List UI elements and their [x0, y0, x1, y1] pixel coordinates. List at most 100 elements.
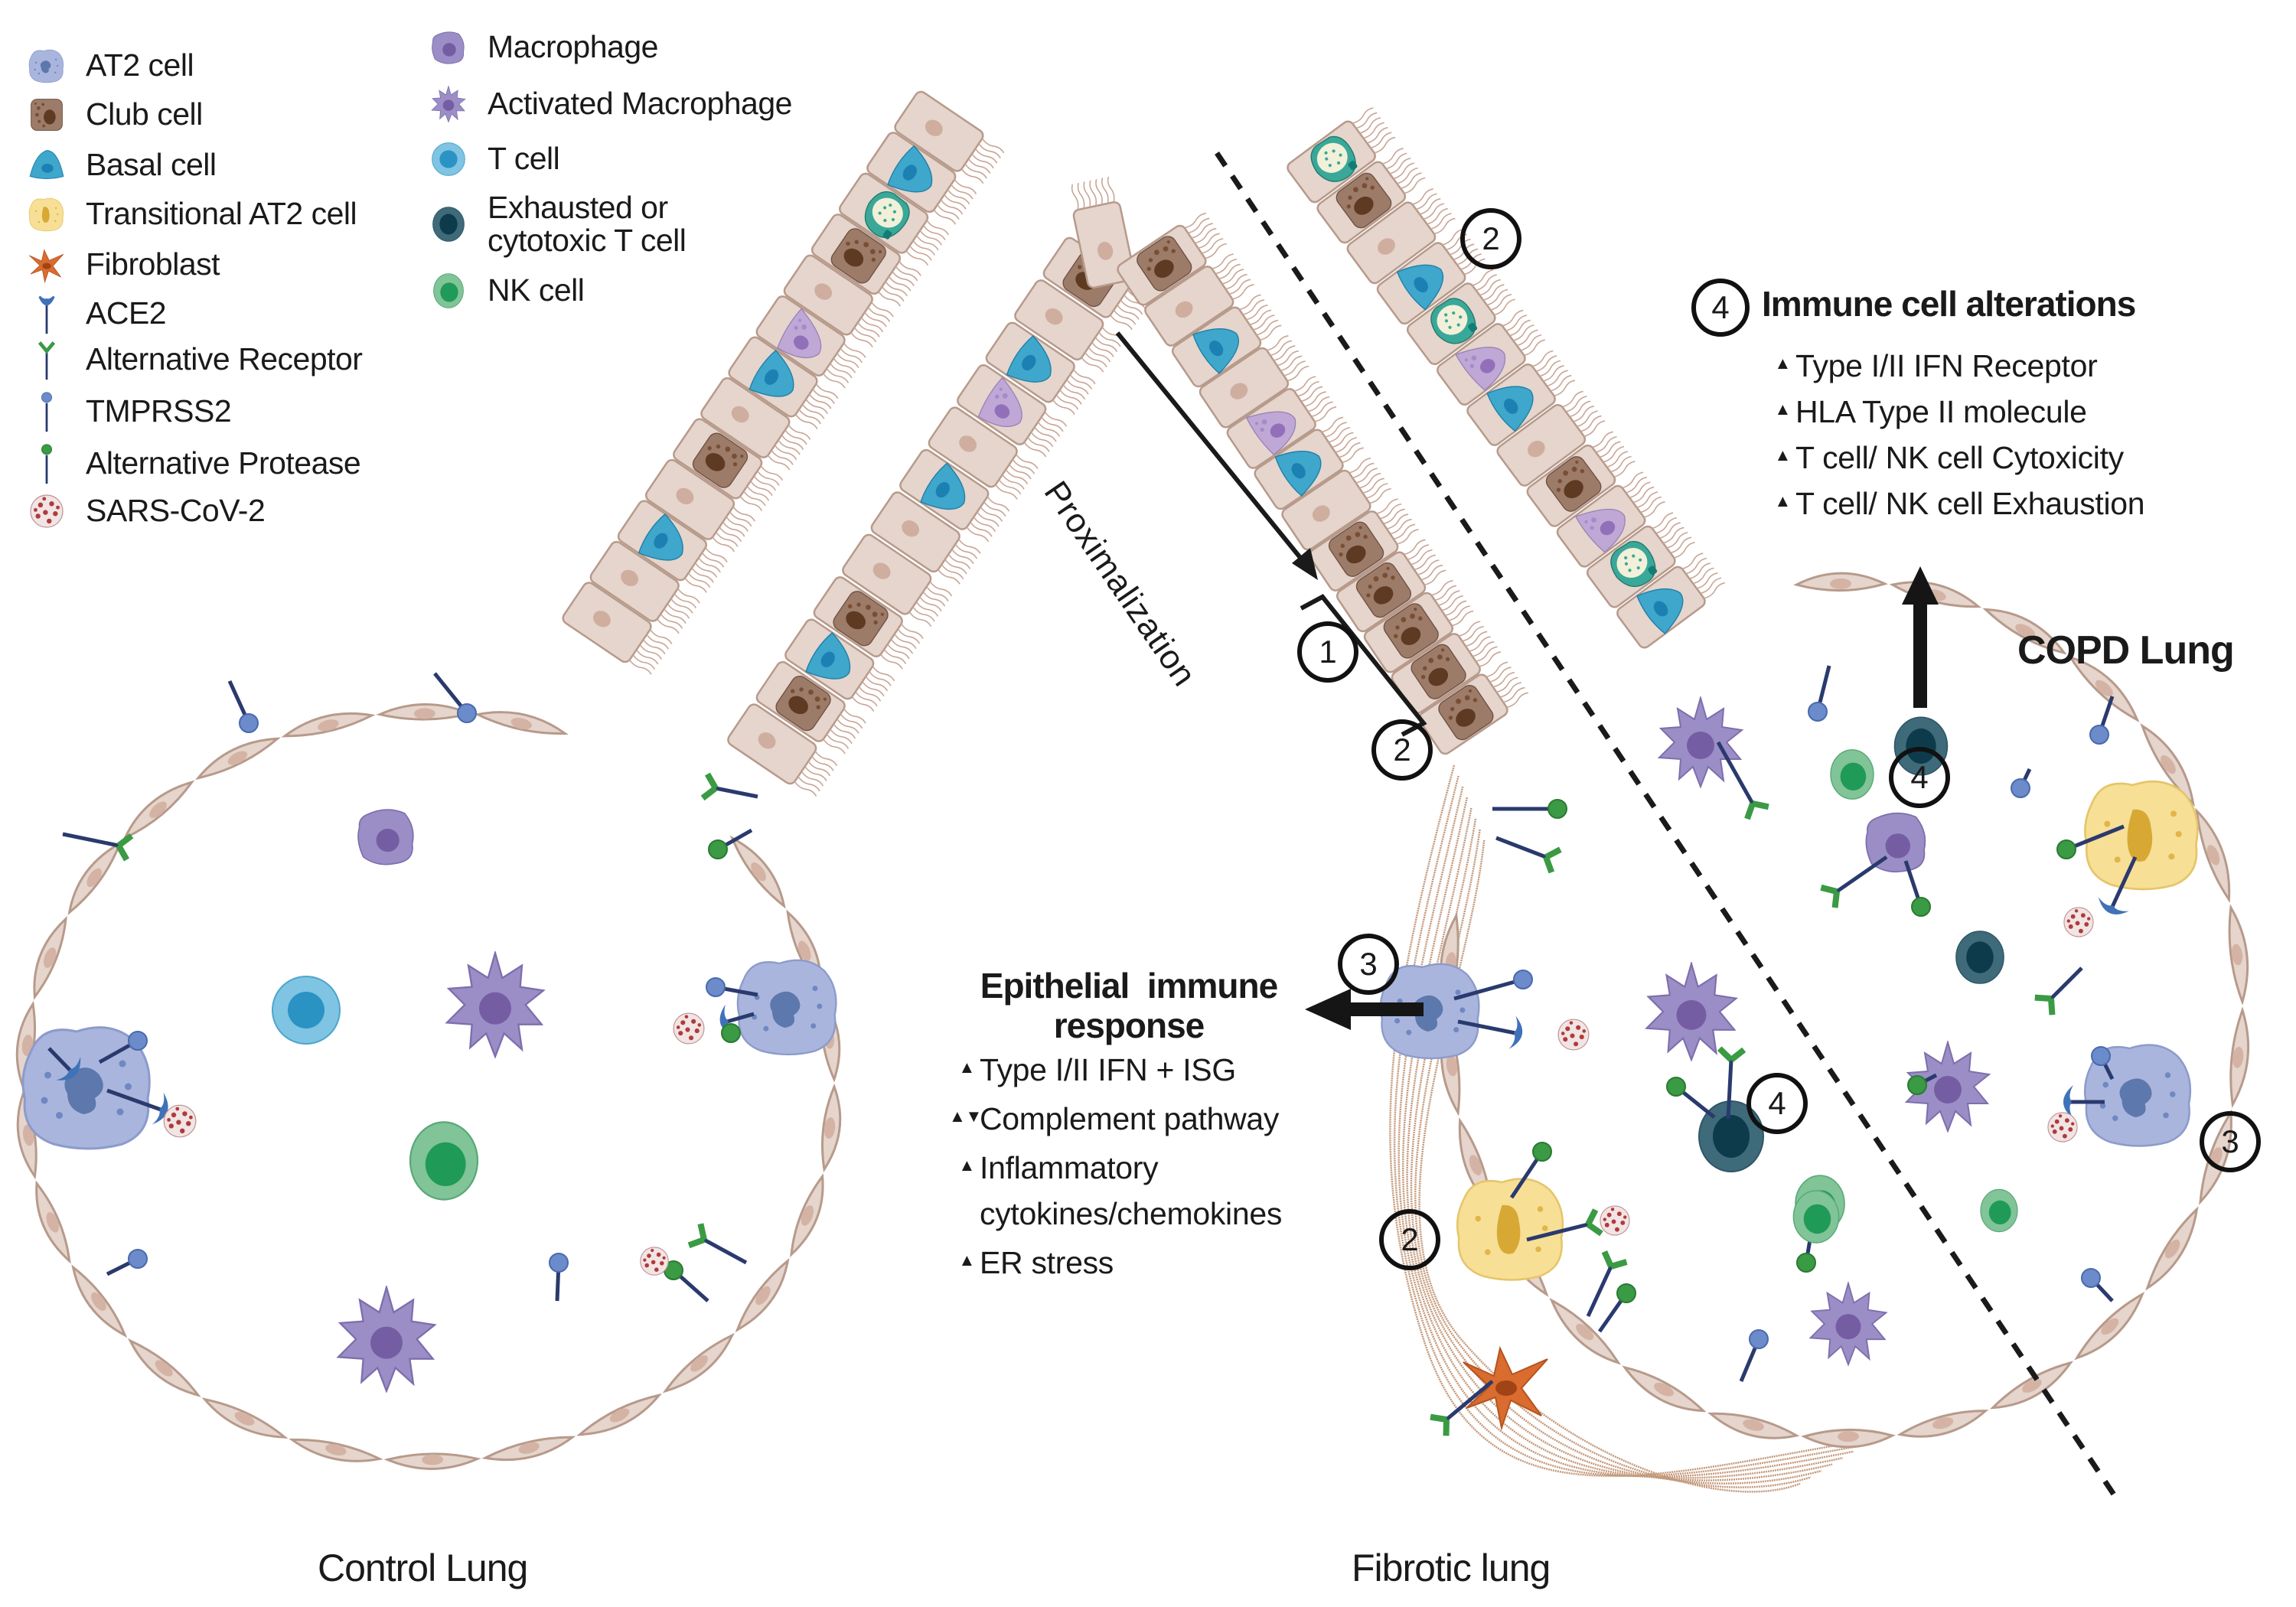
legend-label: Basal cell: [86, 147, 217, 183]
alt-receptor: [62, 832, 134, 862]
activated-macrophage: [445, 952, 545, 1058]
legend-item-basal-cell: Basal cell: [23, 144, 217, 187]
protease-receptor: [721, 1023, 741, 1043]
legend-item-sars-cov-2: SARS-CoV-2: [23, 490, 266, 533]
copd-lung-label: COPD Lung: [2017, 628, 2235, 673]
ace2-receptor: [47, 1047, 81, 1081]
ace2-icon: [38, 295, 55, 334]
ace2-receptor: [2063, 1085, 2105, 1119]
tmprss2-receptor: [106, 1249, 148, 1276]
exhausted-t-cell: [1955, 931, 2004, 984]
up-arrow-icon: ▲: [958, 1058, 976, 1077]
control-airway-left-wall: [562, 90, 1005, 675]
legend-label: Macrophage: [488, 29, 658, 65]
alt-receptor: [1495, 836, 1562, 874]
bullet-text: T cell/ NK cell Cytoxicity: [1795, 440, 2124, 475]
up-arrow-icon: ▲: [1774, 491, 1792, 510]
activated-macrophage-icon: [431, 86, 466, 122]
immune-alteration-arrow: [1902, 566, 1939, 708]
tmprss2-receptor: [1808, 665, 1831, 722]
bullet-text: HLA Type II molecule: [1795, 394, 2087, 429]
fibrotic-lung-label: Fibrotic lung: [1352, 1547, 1551, 1589]
activated-macrophage: [1809, 1282, 1887, 1366]
epithelial-response-number: 3: [1338, 934, 1399, 995]
bullet-text: Complement pathway: [980, 1101, 1280, 1136]
transitional-at2-cell: [1456, 1178, 1564, 1281]
legend-label: Club cell: [86, 96, 203, 132]
epithelial-response-list: ▲Type I/II IFN + ISG▲▼Complement pathway…: [949, 1047, 1282, 1289]
legend-label: Fibroblast: [86, 246, 220, 282]
alt-receptor: [687, 1223, 748, 1265]
epithelium-layer: [15, 90, 2250, 1470]
sars-cov-2-virus: [673, 1012, 705, 1045]
legend-label: NK cell: [488, 272, 585, 308]
basal-cell-icon: [29, 150, 64, 179]
alt-receptor: [1716, 741, 1769, 820]
activated-macrophage: [1645, 963, 1737, 1061]
copd-divider-dashed-line: [1215, 152, 2122, 1505]
legend-label: SARS-CoV-2: [86, 493, 266, 529]
fibrotic-airway-wall: [1117, 212, 1528, 755]
legend-item-activated-macrophage: Activated Macrophage: [425, 83, 792, 125]
nk-cell: [1830, 749, 1874, 800]
legend-item-club-cell: Club cell: [23, 93, 203, 136]
legend-item-alternative-receptor: Alternative Receptor: [23, 338, 363, 381]
control-airway-right-wall: [727, 236, 1153, 797]
tmprss2-receptor: [706, 977, 758, 997]
up-down-arrow-icon: ▲▼: [949, 1107, 982, 1126]
up-arrow-icon: ▲: [958, 1156, 976, 1175]
collagen-fiber: [1406, 807, 1833, 1482]
legend-item-macrophage: Macrophage: [425, 26, 658, 69]
ace2-receptor: [2098, 856, 2138, 914]
legend-item-at2-cell: AT2 cell: [23, 44, 194, 87]
legend-label: ACE2: [86, 295, 167, 331]
nk-cell: [1792, 1190, 1840, 1244]
collagen-fiber: [1393, 775, 1865, 1477]
legend-item-fibroblast: Fibroblast: [23, 243, 220, 286]
alt-receptor: [1820, 855, 1888, 908]
fibroblast-icon: [28, 249, 64, 283]
immune-alterations-list: ▲Type I/II IFN Receptor▲HLA Type II mole…: [1765, 343, 2145, 526]
tmprss2-receptor: [2081, 1268, 2114, 1302]
bullet-item: ▲T cell/ NK cell Cytoxicity: [1765, 435, 2144, 481]
sars-cov-2-virus: [640, 1247, 669, 1276]
bullet-text: Type I/II IFN + ISG: [980, 1052, 1236, 1087]
sars-cov-2-virus: [2047, 1112, 2078, 1143]
protease-receptor: [664, 1260, 709, 1302]
bullet-text: Type I/II IFN Receptor: [1795, 348, 2098, 383]
legend-label: Alternative Protease: [86, 445, 361, 481]
alt-receptor: [1430, 1380, 1494, 1436]
collagen-fiber: [1410, 818, 1822, 1485]
epithelial-response-title-line1: Epithelial immune: [980, 966, 1278, 1006]
sars-cov-2-icon: [30, 494, 64, 528]
exhausted-t-cell-icon: [432, 207, 465, 242]
alt-receptor: [1586, 1250, 1628, 1318]
protease-receptor: [1907, 1073, 1938, 1095]
bullet-item: ▲▼Complement pathway: [949, 1096, 1282, 1142]
alt-receptor: [1717, 1046, 1746, 1120]
marker-2-copd-airway: 2: [1460, 208, 1521, 269]
legend-label: TMPRSS2: [86, 393, 232, 429]
tmprss2-receptor: [433, 672, 477, 723]
sars-cov-2-virus: [163, 1104, 197, 1138]
control-alveolus-wall: [15, 703, 842, 1470]
tmprss2-receptor: [2011, 768, 2032, 798]
tmprss2-receptor: [2089, 696, 2115, 745]
nk-cell-icon: [433, 273, 464, 308]
nk-cell: [1980, 1188, 2018, 1233]
copd-airway-wall: [1287, 107, 1725, 649]
macrophage-icon: [432, 31, 465, 64]
legend-item-alternative-protease: Alternative Protease: [23, 442, 361, 485]
t-cell: [272, 976, 341, 1045]
tmprss2-receptor: [227, 680, 259, 733]
marker-2-fibrotic-transitional: 2: [1379, 1209, 1440, 1270]
epithelial-response-title: Epithelial immune response: [957, 966, 1301, 1045]
nk-cell: [409, 1121, 479, 1201]
fibroblast: [1463, 1348, 1548, 1429]
legend-item-transitional-at2-cell: Transitional AT2 cell: [23, 193, 357, 236]
protease-receptor: [1597, 1283, 1636, 1333]
macrophage: [357, 809, 414, 865]
protease-receptor: [1492, 799, 1567, 819]
up-arrow-icon: ▲: [1774, 354, 1792, 373]
club-cell-icon: [31, 99, 63, 131]
